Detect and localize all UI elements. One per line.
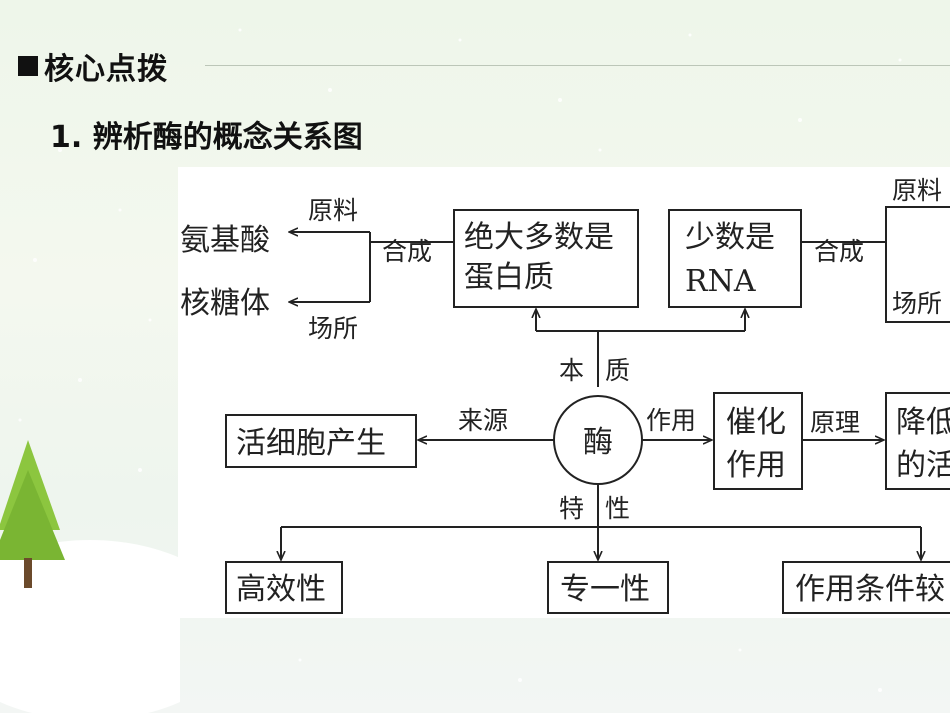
synthesis-label-left: 合成 [382, 237, 432, 266]
characteristics-label-2: 性 [605, 494, 630, 523]
synthesis-label-right: 合成 [814, 237, 864, 266]
bullet-square-icon [18, 56, 38, 76]
principle-line1: 降低 [896, 405, 950, 440]
principle-label: 原理 [810, 408, 860, 437]
site-label: 场所 [308, 314, 358, 343]
slide-subtitle: 1. 辨析酶的概念关系图 [50, 120, 363, 155]
rna-box [668, 209, 802, 308]
section-header: 核心点拨 [18, 44, 168, 88]
nature-label-2: 质 [605, 356, 630, 385]
source-box [225, 414, 417, 468]
rna-line2: RNA [685, 264, 756, 299]
specificity-label: 专一性 [560, 572, 650, 607]
specificity-box [547, 561, 669, 614]
living-cell-label: 活细胞产生 [236, 426, 386, 461]
catalysis-line2: 作用 [726, 448, 786, 483]
high-efficiency-box [225, 561, 343, 614]
rna-target-box [885, 206, 950, 323]
tree-icon [0, 440, 180, 713]
protein-line2: 蛋白质 [464, 260, 554, 295]
rna-line1: 少数是 [685, 220, 775, 255]
high-efficiency-label: 高效性 [236, 572, 326, 607]
mild-conditions-box [782, 561, 950, 614]
catalysis-line1: 催化 [726, 405, 786, 440]
amino-acid-label: 氨基酸 [180, 223, 270, 258]
characteristics-label-1: 特 [559, 494, 584, 523]
protein-box [453, 209, 639, 308]
enzyme-concept-diagram: 原料 氨基酸 合成 核糖体 场所 绝大多数是 蛋白质 少数是 RNA 合成 原料… [178, 167, 950, 618]
source-label: 来源 [458, 406, 508, 435]
materials-label: 原料 [308, 196, 358, 225]
header-divider [205, 65, 950, 66]
function-label: 作用 [646, 406, 696, 435]
mild-conditions-label: 作用条件较 [795, 572, 945, 607]
principle-line2: 的活 [896, 448, 950, 483]
section-title: 核心点拨 [44, 52, 168, 87]
enzyme-label: 酶 [583, 425, 613, 460]
ribosome-label: 核糖体 [180, 286, 270, 321]
nature-label-1: 本 [559, 356, 584, 385]
principle-box [885, 392, 950, 490]
rna-site-label: 场所 [892, 289, 942, 318]
protein-line1: 绝大多数是 [464, 220, 614, 255]
rna-materials-label: 原料 [892, 176, 942, 205]
